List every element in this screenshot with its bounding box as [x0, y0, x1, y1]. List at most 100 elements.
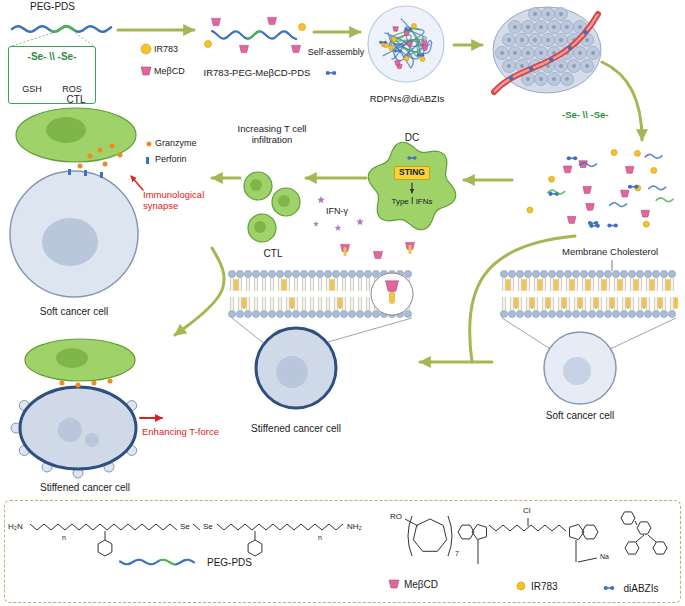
- illustration-part: [302, 297, 303, 310]
- illustration-part: [310, 278, 311, 291]
- illustration-part: [524, 270, 531, 277]
- illustration-part: [521, 278, 522, 291]
- illustration-part: [140, 417, 162, 419]
- illustration-part: [625, 542, 639, 554]
- illustration-part: [539, 25, 543, 29]
- illustration-part: [12, 33, 52, 46]
- illustration-part: [535, 21, 548, 34]
- illustration-part: [606, 278, 607, 291]
- illustration-part: [233, 278, 234, 291]
- annotation: Enhancing T-force: [142, 427, 219, 438]
- illustration-part: [356, 218, 364, 225]
- illustration-part: [248, 214, 276, 242]
- illustration-part: [284, 310, 291, 317]
- illustration-part: [389, 580, 399, 588]
- illustration-part: [316, 270, 323, 277]
- illustration-part: [665, 297, 666, 310]
- membrane-illustration: [500, 260, 678, 404]
- illustration-part: [255, 531, 256, 540]
- illustration-part: [635, 185, 641, 191]
- illustration-part: [668, 270, 675, 277]
- illustration-part: [532, 310, 539, 317]
- illustration-part: [272, 188, 300, 216]
- illustration-part: [337, 297, 338, 310]
- illustration-part: [329, 297, 330, 310]
- illustration-part: [230, 278, 231, 291]
- illustration-part: [583, 187, 592, 194]
- illustration-part: [294, 278, 295, 291]
- illustration-part: [585, 278, 586, 291]
- illustration-part: [620, 270, 627, 277]
- illustration-part: [265, 297, 266, 310]
- illustration-part: [641, 210, 650, 217]
- illustration-part: [364, 270, 371, 277]
- illustration-part: [500, 51, 504, 55]
- illustration-part: [334, 297, 335, 310]
- illustration-part: [405, 519, 418, 526]
- process-label: Increasing T cell infiltration: [220, 124, 324, 146]
- illustration-part: [561, 21, 574, 34]
- illustration-part: [537, 297, 538, 310]
- illustration-part: [612, 310, 619, 317]
- illustration-part: [361, 278, 362, 291]
- illustration-part: [636, 310, 643, 317]
- atom-label: RO: [390, 512, 402, 521]
- illustration-part: [292, 310, 299, 317]
- illustration-part: [318, 278, 319, 291]
- illustration-part: [621, 512, 635, 524]
- illustration-part: [548, 73, 561, 86]
- illustration-part: [568, 46, 572, 50]
- illustration-part: [407, 42, 413, 46]
- illustration-part: [326, 71, 330, 75]
- illustration-part: [567, 217, 576, 224]
- illustration-part: [636, 270, 643, 277]
- illustration-part: [118, 29, 194, 32]
- illustration-part: [299, 24, 306, 31]
- illustration-part: [273, 297, 274, 310]
- illustration-part: [545, 278, 546, 291]
- illustration-part: [588, 270, 595, 277]
- illustration-part: [297, 278, 298, 291]
- illustration-part: [262, 297, 263, 310]
- illustration-part: [555, 34, 568, 47]
- illustration-part: [292, 45, 301, 52]
- illustration-part: [332, 270, 339, 277]
- illustration-part: [660, 270, 667, 277]
- illustration-part: [572, 64, 576, 68]
- illustration-part: [540, 310, 547, 317]
- illustration-part: [544, 332, 616, 404]
- illustration-part: [394, 49, 397, 52]
- illustration-part: [276, 270, 283, 277]
- illustration-part: [278, 195, 290, 207]
- illustration-part: [345, 278, 346, 291]
- illustration-part: [358, 297, 359, 310]
- illustration-part: [60, 381, 65, 386]
- illustration-part: [248, 31, 260, 39]
- illustration-part: [228, 270, 235, 277]
- illustration-part: [546, 38, 550, 42]
- illustration-part: [545, 297, 546, 310]
- illustration-part: [645, 154, 663, 158]
- illustration-part: [558, 297, 559, 310]
- dendritic-cell: DCType Ⅰ IFNsSTING: [366, 130, 458, 232]
- illustration-part: [409, 245, 412, 254]
- illustration-part: [324, 270, 331, 277]
- illustration-part: [579, 163, 597, 167]
- illustration-part: [98, 540, 112, 556]
- illustration-part: [549, 176, 555, 182]
- illustration-part: [522, 279, 526, 291]
- illustration-part: [521, 297, 522, 310]
- illustration-part: [308, 310, 315, 317]
- illustration-part: [555, 60, 568, 73]
- illustration-part: [634, 150, 640, 156]
- illustration-part: [598, 297, 599, 310]
- illustration-part: [634, 279, 638, 291]
- illustration-part: [326, 278, 327, 291]
- illustration-part: [42, 218, 98, 266]
- illustration-part: [507, 38, 511, 42]
- illustration-part: [120, 560, 159, 565]
- illustration-part: [578, 297, 582, 309]
- illustration-part: [318, 297, 319, 310]
- illustration-part: [368, 6, 444, 82]
- illustration-part: [502, 318, 552, 350]
